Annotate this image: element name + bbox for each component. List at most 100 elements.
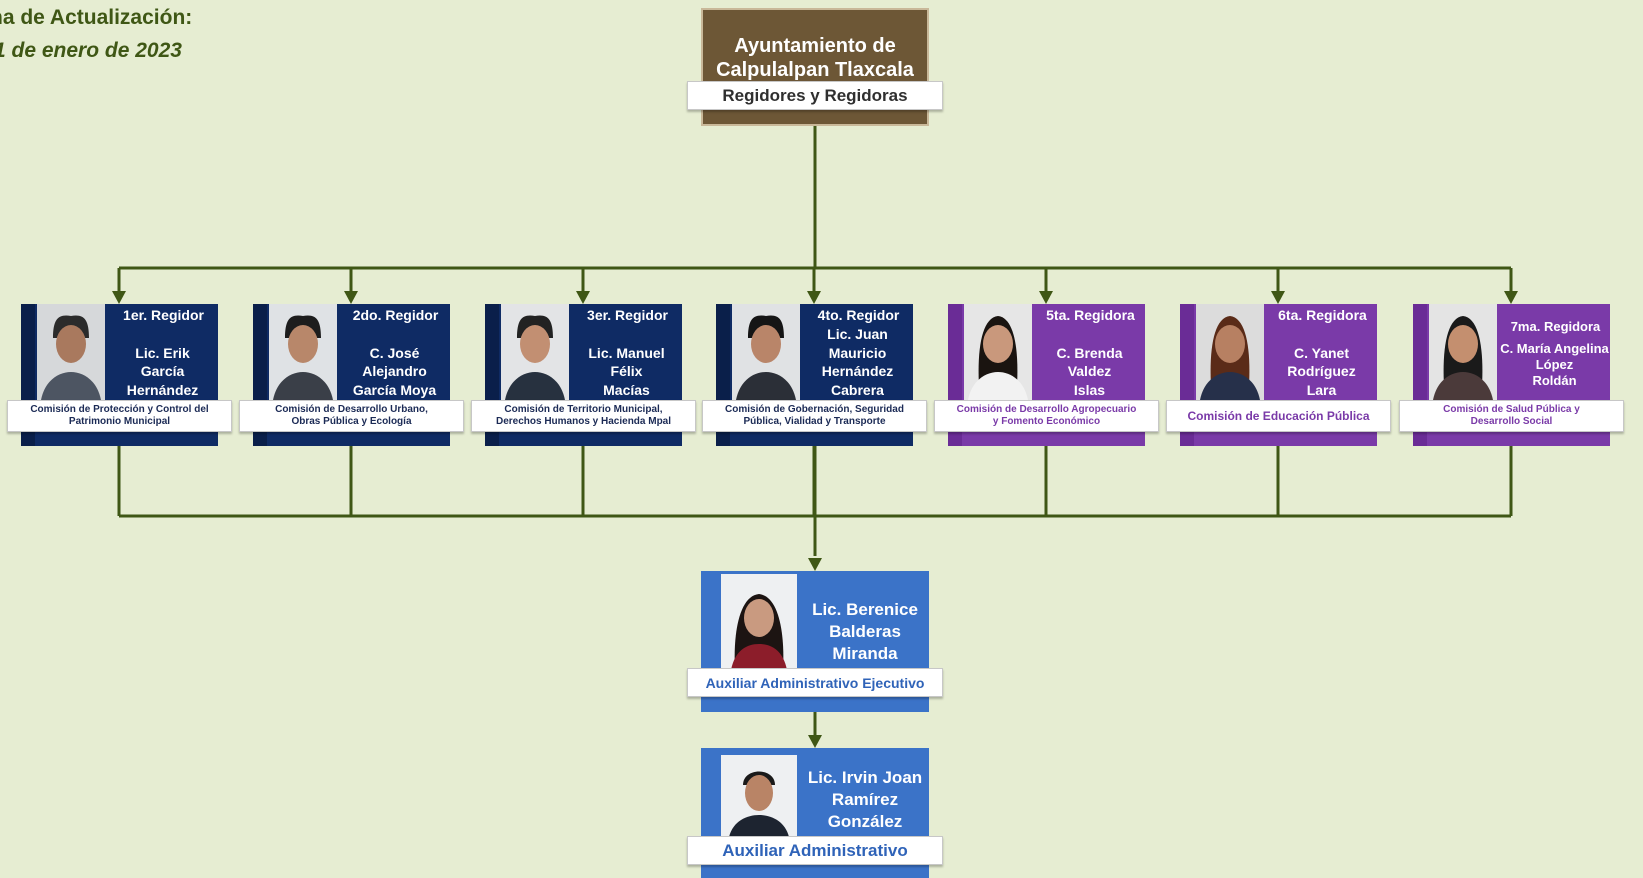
regidor-name-line: C. José (369, 344, 420, 361)
regidor-name-line: C. María Angelina (1500, 341, 1609, 356)
regidor-name-line: Lic. Erik (135, 344, 190, 361)
regidor-name-line (107, 325, 218, 344)
regidor-name-line: Cabrera (831, 381, 884, 398)
arrow-head (112, 291, 126, 304)
regidor-photo (1196, 304, 1264, 400)
commission-text: Comisión de Educación Pública (1184, 410, 1372, 422)
arrow-head (576, 291, 590, 304)
regidor-name-line: C. Yanet (1294, 344, 1349, 361)
regidor-name-line: C. Brenda (1056, 344, 1123, 361)
regidor-name-line: Lic. Manuel (588, 344, 665, 361)
regidor-rank: 6ta. Regidora (1278, 307, 1367, 323)
arrow-head (344, 291, 358, 304)
regidor-photo (37, 304, 105, 400)
aux-name-line: González (827, 812, 903, 831)
regidor-name-line: Félix (610, 363, 643, 379)
regidor-photo (732, 304, 800, 400)
arrow-head (1504, 291, 1518, 304)
regidor-name-line: Alejandro (362, 363, 427, 379)
regidor-photo (1429, 304, 1497, 400)
regidor-name-line: Lara (1306, 381, 1337, 398)
regidor-rank: 7ma. Regidora (1510, 319, 1601, 334)
commission-line: Obras Pública y Ecología (291, 416, 412, 427)
ayuntamiento-title-line: Calpulalpan Tlaxcala (716, 59, 914, 81)
regidor-photo (501, 304, 569, 400)
regidor-name-line: Lic. Juan (827, 326, 888, 342)
commission-line: Comisión de Protección y Control del (30, 404, 209, 415)
commission-line: y Fomento Económico (992, 416, 1101, 427)
aux-role: Auxiliar Administrativo (687, 836, 943, 865)
regidor-name-line (1499, 325, 1610, 341)
commission-line: Comisión de Desarrollo Urbano, (275, 404, 428, 415)
commission-line: Pública, Vialidad y Transporte (743, 416, 886, 427)
commission-text: Comisión de Desarrollo Urbano,Obras Públ… (272, 404, 431, 428)
update-date: ha de Actualización: 1 de enero de 2023 (0, 6, 192, 63)
regidor-name-line: López (1535, 357, 1574, 372)
regidor-name-line: Hernández (126, 381, 199, 398)
regidor-name-line: Islas (1073, 381, 1106, 398)
aux-exec-name: Lic. Berenice Balderas Miranda (801, 599, 929, 665)
regidor-rank: 3er. Regidor (587, 307, 668, 323)
commission-line: Derechos Humanos y Hacienda Mpal (495, 416, 672, 427)
arrow-head (807, 291, 821, 304)
regidor-rank: 2do. Regidor (352, 307, 439, 323)
commission-line: Comisión de Desarrollo Agropecuario (956, 404, 1137, 415)
commission-ribbon: Comisión de Desarrollo Urbano,Obras Públ… (239, 400, 464, 432)
regidor-name-line: Mauricio (828, 344, 887, 361)
regidores-ribbon: Regidores y Regidoras (687, 81, 943, 110)
arrow-head (1271, 291, 1285, 304)
commission-line: Comisión de Salud Pública y (1443, 404, 1580, 415)
aux-name: Lic. Irvin Joan Ramírez González (801, 767, 929, 833)
regidor-name-line: García (140, 363, 185, 379)
commission-line: Comisión de Territorio Municipal, (504, 404, 663, 415)
update-date-label: ha de Actualización: (0, 6, 193, 29)
regidor-name-line: García Moya (352, 381, 437, 398)
commission-line: Comisión de Educación Pública (1187, 409, 1370, 423)
arrow-head (808, 735, 822, 748)
regidor-name-line: Macías (603, 381, 650, 398)
update-date-value: 1 de enero de 2023 (0, 39, 182, 62)
aux-name-line: Lic. Irvin Joan (807, 768, 923, 787)
commission-line: Desarrollo Social (1470, 416, 1553, 427)
regidor-photo (964, 304, 1032, 400)
regidor-rank: 5ta. Regidora (1046, 307, 1135, 323)
commission-ribbon: Comisión de Educación Pública (1166, 400, 1391, 432)
aux-photo (721, 755, 797, 837)
regidor-name-line: Roldán (1532, 373, 1577, 388)
aux-exec-name-line: Balderas (829, 622, 901, 641)
arrow-head (1039, 291, 1053, 304)
ayuntamiento-title: Ayuntamiento de Calpulalpan Tlaxcala (703, 34, 927, 82)
regidor-name-line (1266, 325, 1377, 344)
regidor-name-line: Valdez (1067, 363, 1112, 379)
arrow-head (808, 558, 822, 571)
aux-exec-photo (721, 574, 797, 670)
commission-text: Comisión de Territorio Municipal,Derecho… (493, 404, 674, 428)
commission-line: Comisión de Gobernación, Seguridad (725, 404, 904, 415)
ayuntamiento-title-line: Ayuntamiento de (734, 35, 896, 57)
regidor-name-line: Hernández (821, 363, 894, 379)
regidor-name-line (1034, 325, 1145, 344)
aux-exec-role: Auxiliar Administrativo Ejecutivo (687, 668, 943, 697)
aux-name-line: Ramírez (831, 790, 899, 809)
aux-exec-name-line: Lic. Berenice (812, 600, 918, 619)
commission-ribbon: Comisión de Territorio Municipal,Derecho… (471, 400, 696, 432)
regidor-rank: 1er. Regidor (123, 307, 204, 323)
regidor-name-line (571, 325, 682, 344)
regidor-photo (269, 304, 337, 400)
